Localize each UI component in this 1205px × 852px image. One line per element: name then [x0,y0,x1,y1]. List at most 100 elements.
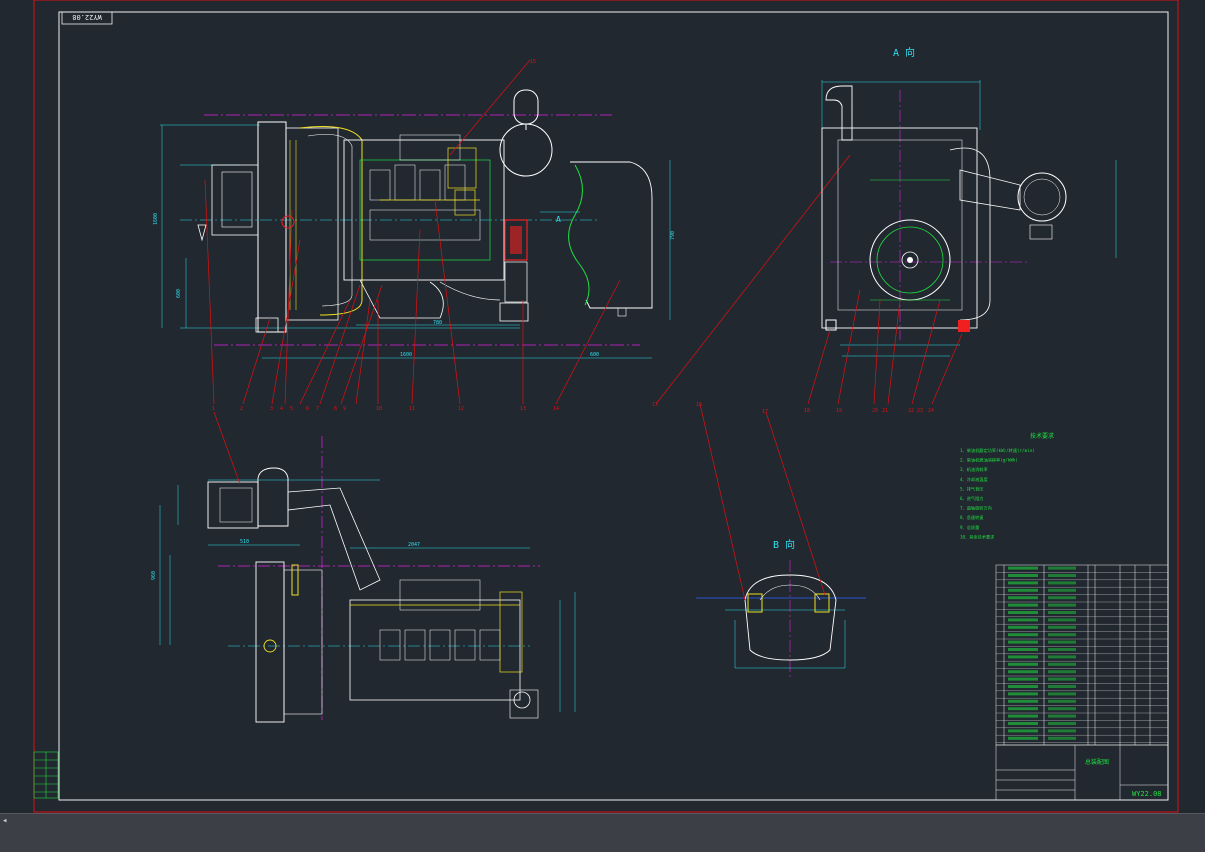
svg-text:510: 510 [240,539,249,545]
side-leaders [807,289,963,405]
front-view[interactable]: 1600 600 1600 600 780 790 [153,89,676,359]
parts-row-text [1048,603,1076,607]
parts-row-text [1008,611,1038,614]
front-leaders [204,59,851,405]
note-line: 1、柴油机额定功率(kW)/转速(r/min) [960,447,1035,454]
view-a-label: A 向 [893,46,915,59]
svg-text:13: 13 [652,402,658,408]
svg-text:2047: 2047 [408,542,420,548]
svg-text:1600: 1600 [153,213,159,225]
parts-row-text [1048,633,1076,637]
parts-row-text [1008,596,1038,600]
parts-row-text [1048,722,1076,725]
parts-row-text [1008,714,1038,718]
assembly-name: 总装配图 [1085,758,1109,766]
parts-row-text [1048,574,1076,577]
parts-row-text [1008,707,1038,711]
view-a[interactable]: A 向 [821,46,1117,357]
technical-notes: 技术要求 1、柴油机额定功率(kW)/转速(r/min) 2、柴油机燃油消耗率(g… [960,432,1054,540]
b-leaders [699,403,826,601]
parts-row-text [1048,625,1076,629]
svg-text:10: 10 [376,406,382,412]
note-line: 2、柴油机燃油消耗率(g/kWh) [960,457,1018,464]
scroll-left-icon[interactable]: ◂ [2,816,8,826]
inner-frame [58,11,1169,801]
svg-text:960: 960 [151,571,157,580]
svg-text:780: 780 [433,320,442,326]
code-box: WY22.08 [61,11,113,25]
view-b[interactable]: B 向 [696,538,866,680]
parts-row-text [1008,588,1038,592]
parts-row-text [1048,714,1076,718]
svg-text:1: 1 [212,406,215,412]
parts-row-text [1048,699,1076,703]
notes-title: 技术要求 [1030,432,1054,440]
svg-text:16: 16 [696,402,702,408]
top-view[interactable]: 960 2047 510 [151,436,576,723]
parts-row-text [1048,581,1076,585]
parts-row-text [1008,670,1038,674]
svg-text:24: 24 [928,408,934,414]
parts-row-text [1048,566,1076,570]
parts-row-text [1008,685,1038,688]
note-line: 8、怠速转速 [960,514,984,521]
parts-row-text [1008,603,1038,607]
parts-row-text [1048,729,1076,733]
parts-row-text [1008,655,1038,659]
parts-row-text [1048,670,1076,674]
svg-text:18: 18 [804,408,810,414]
parts-row-text [1008,699,1038,703]
parts-row-text [1008,633,1038,637]
parts-row-text [1048,692,1076,696]
svg-text:20: 20 [872,408,878,414]
parts-row-text [1048,685,1076,688]
parts-row-text [1048,736,1076,740]
parts-row-text [1008,625,1038,629]
svg-text:23: 23 [917,408,923,414]
svg-text:600: 600 [590,352,599,358]
parts-row-text [1048,677,1076,681]
parts-list [995,564,1169,746]
parts-row-text [1008,581,1038,585]
parts-row-text [1008,692,1038,696]
svg-text:4: 4 [280,406,283,412]
svg-text:8: 8 [334,406,337,412]
parts-row-text [1048,596,1076,600]
code-box-text: WY22.08 [72,13,102,21]
parts-row-text [1008,729,1038,733]
note-line: 5、排气背压 [960,485,983,492]
svg-text:2: 2 [240,406,243,412]
parts-row-text [1048,662,1076,666]
svg-text:6: 6 [306,406,309,412]
svg-text:7: 7 [316,406,319,412]
title-block [995,744,1169,801]
svg-text:13: 13 [520,406,526,412]
svg-text:15: 15 [530,59,536,65]
revision-strip [33,751,59,799]
parts-row-text [1008,648,1038,651]
parts-row-text [1008,618,1038,622]
note-line: 9、总质量 [960,524,979,531]
svg-text:19: 19 [836,408,842,414]
section-marker: A [556,215,561,224]
svg-text:600: 600 [176,289,182,298]
svg-text:11: 11 [409,406,415,412]
parts-row-text [1048,655,1076,659]
parts-row-text [1048,707,1076,711]
svg-text:3: 3 [270,406,273,412]
parts-row-text [1048,640,1076,644]
svg-text:22: 22 [908,408,914,414]
drawing-canvas[interactable]: WY22.08 1600 600 1600 600 780 [0,0,1205,813]
parts-row-text [1008,736,1038,740]
parts-row-text [1008,640,1038,644]
parts-rows [996,566,1168,743]
parts-row-text [1008,662,1038,666]
top-leaders [213,411,241,485]
svg-text:21: 21 [882,408,888,414]
parts-row-text [1048,611,1076,614]
svg-text:790: 790 [670,231,676,240]
svg-text:9: 9 [343,406,346,412]
drawing-code: WY22.08 [1132,790,1162,798]
